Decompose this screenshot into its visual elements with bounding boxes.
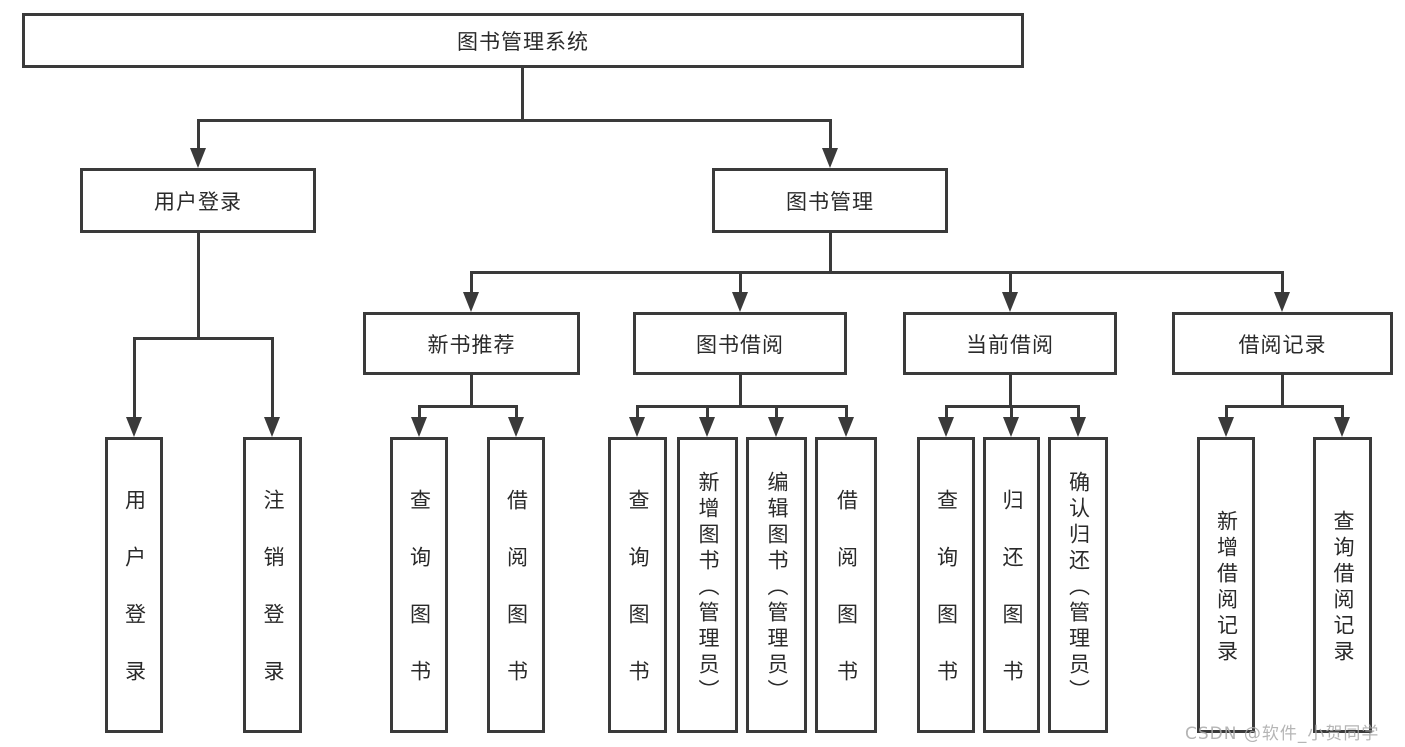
node-label: 归还图书 <box>1000 489 1024 717</box>
node-label: 查询图书 <box>407 489 432 717</box>
connector-leaf-shaft <box>515 405 518 419</box>
connector-records-drop <box>1281 375 1284 408</box>
connector-user-login-rail <box>133 337 274 340</box>
connector-leaf-shaft <box>945 405 948 419</box>
leaf-borrow-books: 借阅图书 <box>815 437 877 733</box>
node-label: 图书管理 <box>786 189 874 214</box>
leaf-edit-book-admin: 编辑图书（管理员） <box>746 437 807 733</box>
leaf-logout: 注销登录 <box>243 437 302 733</box>
arrowhead-icon <box>264 417 280 437</box>
connector-level3-rail <box>470 271 1284 274</box>
leaf-confirm-return-admin: 确认归还（管理员） <box>1048 437 1108 733</box>
connector-leaf-shaft <box>1225 405 1228 419</box>
arrowhead-icon <box>463 292 479 312</box>
node-label: 用户登录 <box>122 489 147 717</box>
connector-leaf-shaft <box>418 405 421 419</box>
connector-user-login-drop <box>197 233 200 339</box>
arrowhead-icon <box>629 417 645 437</box>
node-current-borrow: 当前借阅 <box>903 312 1117 375</box>
leaf-query-borrow-record: 查询借阅记录 <box>1313 437 1372 733</box>
connector-leaf-shaft <box>133 337 136 418</box>
connector-leaf-shaft <box>1341 405 1344 419</box>
node-user-login: 用户登录 <box>80 168 316 233</box>
node-book-management: 图书管理 <box>712 168 948 233</box>
arrowhead-icon <box>732 292 748 312</box>
leaf-add-borrow-record: 新增借阅记录 <box>1197 437 1255 733</box>
leaf-return-book: 归还图书 <box>983 437 1040 733</box>
connector-level3-shaft <box>470 271 473 293</box>
connector-records-rail <box>1225 405 1344 408</box>
connector-leaf-shaft <box>845 405 848 419</box>
node-label: 新增借阅记录 <box>1214 509 1239 666</box>
node-borrow-records: 借阅记录 <box>1172 312 1393 375</box>
node-label: 借阅图书 <box>504 489 529 717</box>
arrowhead-icon <box>1003 417 1019 437</box>
node-label: 借阅图书 <box>834 489 859 717</box>
connector-root-drop <box>521 68 524 120</box>
node-label: 查询借阅记录 <box>1331 509 1355 666</box>
connector-borrowing-rail <box>636 405 848 408</box>
leaf-user-login: 用户登录 <box>105 437 163 733</box>
arrowhead-icon <box>938 417 954 437</box>
node-label: 查询图书 <box>934 489 959 717</box>
leaf-query-books-recommend: 查询图书 <box>390 437 448 733</box>
connector-leaf-shaft <box>775 405 778 419</box>
arrowhead-icon <box>1002 292 1018 312</box>
leaf-add-book-admin: 新增图书（管理员） <box>677 437 738 733</box>
connector-leaf-shaft <box>1010 405 1013 419</box>
leaf-query-books-borrow: 查询图书 <box>608 437 667 733</box>
node-label: 查询图书 <box>626 489 650 717</box>
watermark: CSDN @软件_小贺同学 <box>1185 724 1380 744</box>
arrowhead-icon <box>822 148 838 168</box>
arrowhead-icon <box>699 417 715 437</box>
node-label: 编辑图书（管理员） <box>765 470 789 705</box>
node-new-book-recommend: 新书推荐 <box>363 312 580 375</box>
node-label: 图书借阅 <box>696 332 784 357</box>
leaf-query-books-current: 查询图书 <box>917 437 975 733</box>
node-book-borrow: 图书借阅 <box>633 312 847 375</box>
connector-newbook-drop <box>470 375 473 408</box>
arrowhead-icon <box>1218 417 1234 437</box>
leaf-borrow-books-recommend: 借阅图书 <box>487 437 545 733</box>
node-label: 注销登录 <box>261 489 285 717</box>
arrowhead-icon <box>1274 292 1290 312</box>
connector-book-mgmt-drop <box>829 233 832 274</box>
connector-leaf-shaft <box>706 405 709 419</box>
arrowhead-icon <box>838 417 854 437</box>
connector-level3-shaft <box>1009 271 1012 293</box>
arrowhead-icon <box>1070 417 1086 437</box>
arrowhead-icon <box>768 417 784 437</box>
node-root: 图书管理系统 <box>22 13 1024 68</box>
connector-user-login-shaft <box>197 119 200 149</box>
connector-leaf-shaft <box>636 405 639 419</box>
connector-level3-shaft <box>739 271 742 293</box>
arrowhead-icon <box>508 417 524 437</box>
node-label: 用户登录 <box>154 189 242 214</box>
connector-borrowing-drop <box>739 375 742 408</box>
arrowhead-icon <box>411 417 427 437</box>
connector-current-drop <box>1009 375 1012 408</box>
node-label: 新书推荐 <box>427 332 516 357</box>
node-label: 借阅记录 <box>1238 332 1327 357</box>
connector-newbook-rail <box>418 405 518 408</box>
connector-leaf-shaft <box>271 337 274 418</box>
arrowhead-icon <box>1334 417 1350 437</box>
arrowhead-icon <box>190 148 206 168</box>
connector-book-mgmt-shaft <box>829 119 832 149</box>
connector-level3-shaft <box>1281 271 1284 293</box>
node-label: 图书管理系统 <box>457 29 589 54</box>
node-label: 新增图书（管理员） <box>696 470 720 705</box>
connector-leaf-shaft <box>1077 405 1080 419</box>
arrowhead-icon <box>126 417 142 437</box>
connector-level2-rail <box>197 119 832 122</box>
node-label: 当前借阅 <box>966 332 1054 357</box>
node-label: 确认归还（管理员） <box>1066 470 1091 705</box>
